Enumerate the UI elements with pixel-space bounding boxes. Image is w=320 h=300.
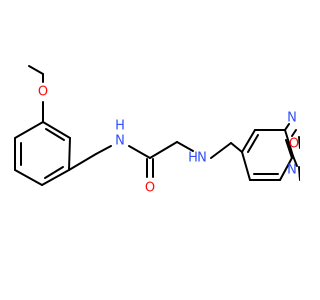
bond (42, 121, 71, 139)
bond (230, 142, 243, 153)
bond (292, 155, 298, 167)
bond (298, 136, 300, 149)
bond (28, 65, 44, 75)
aromatic-bond (44, 166, 64, 179)
ring-oxygen-label: O (289, 137, 299, 152)
bond (68, 153, 97, 171)
bond (14, 169, 43, 186)
molecule-structure-diagram: O N H O N H N O N (14, 65, 300, 196)
bond (298, 166, 300, 181)
benzofurazan-benzene-ring (241, 129, 294, 181)
aromatic-bond (285, 139, 293, 159)
bond (68, 137, 71, 171)
bond (41, 169, 70, 186)
bond (291, 129, 297, 137)
bond (241, 129, 256, 153)
bond (14, 121, 44, 139)
furazan-ring (284, 123, 300, 181)
aromatic-bond (247, 134, 259, 153)
aromatic-bond (45, 128, 65, 141)
methoxyphenyl-ring (14, 121, 71, 186)
methoxy-oxygen-label: O (38, 85, 48, 100)
bond (284, 129, 294, 157)
bond (149, 141, 178, 159)
bond (176, 141, 194, 152)
amide-hydrogen-label: H (115, 119, 125, 134)
bond (284, 123, 290, 131)
amide-nitrogen-label: N (115, 134, 125, 149)
amine-hydrogen-label: H (188, 151, 198, 166)
bond (210, 142, 232, 159)
carbonyl-oxygen-label: O (145, 181, 155, 196)
ring-nitrogen-bottom-label: N (287, 163, 297, 178)
bond (95, 145, 112, 155)
amine-nitrogen-label: N (197, 151, 207, 166)
bond (279, 155, 294, 181)
bond (128, 145, 151, 159)
ring-nitrogen-top-label: N (287, 111, 297, 126)
bond (241, 151, 251, 181)
